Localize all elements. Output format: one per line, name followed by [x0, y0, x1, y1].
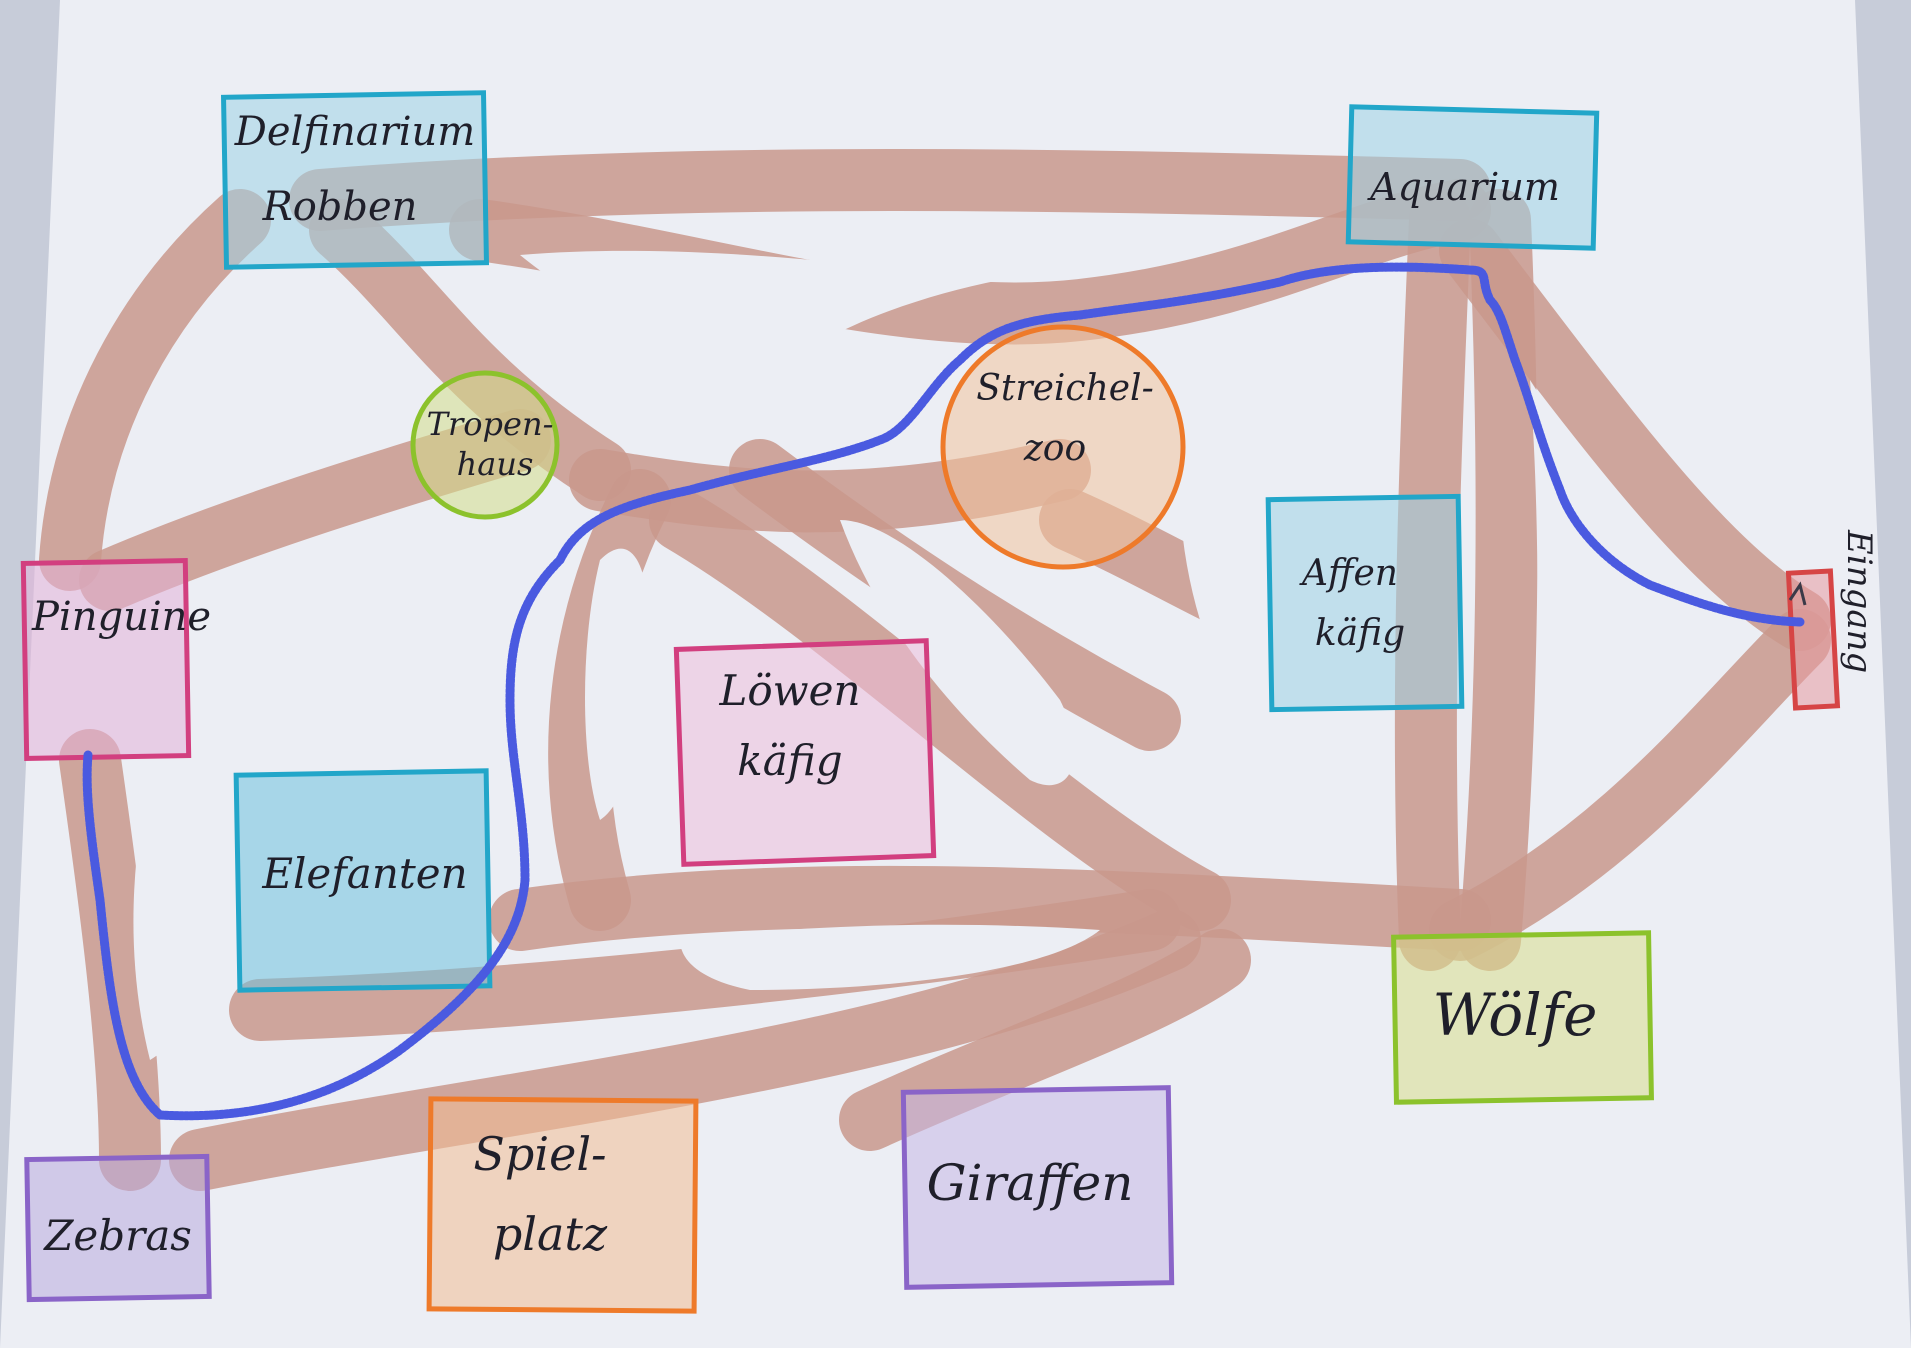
eingang[interactable]: Eingang	[1785, 529, 1879, 711]
giraffen-label: Giraffen	[927, 1154, 1134, 1212]
streichelzoo-label-2: zoo	[1023, 428, 1086, 469]
aquarium-label: Aquarium	[1367, 165, 1560, 209]
eingang-label: Eingang	[1839, 529, 1879, 673]
woelfe-label: Wölfe	[1433, 981, 1598, 1049]
walkway-middle-band	[489, 865, 1491, 951]
enclosure-pinguine[interactable]: Pinguine	[20, 558, 211, 761]
streichelzoo-label-1: Streichel-	[976, 368, 1154, 409]
tropenhaus-label-2: haus	[457, 445, 534, 483]
enclosure-elefanten[interactable]: Elefanten	[233, 768, 493, 993]
loewen-kaefig-label: käfig	[737, 736, 842, 785]
walkway-top	[289, 149, 1491, 231]
delfinarium-label: Delfinarium	[234, 109, 475, 155]
enclosure-loewen[interactable]: Löwen käfig	[673, 638, 937, 867]
robben-label: Robben	[262, 184, 418, 230]
enclosure-affen[interactable]: Affen käfig	[1265, 493, 1465, 713]
walkway-center-cross	[649, 489, 1231, 931]
enclosure-woelfe[interactable]: Wölfe	[1391, 930, 1654, 1105]
spielplatz-label-1: Spiel-	[473, 1127, 606, 1181]
arrow-icon	[1788, 581, 1807, 606]
enclosure-spielplatz[interactable]: Spiel- platz	[426, 1096, 699, 1314]
walkway-left-lower	[59, 729, 161, 1191]
spielplatz-label-2: platz	[493, 1207, 608, 1261]
enclosure-zebras[interactable]: Zebras	[24, 1153, 212, 1303]
enclosure-streichelzoo[interactable]: Streichel- zoo	[940, 324, 1186, 570]
route-line	[82, 262, 1805, 1121]
elefanten-label: Elefanten	[261, 849, 467, 898]
zebras-label: Zebras	[42, 1211, 192, 1260]
loewen-label: Löwen	[718, 666, 860, 715]
walkway-bottom	[169, 909, 1201, 1191]
affen-kaefig-label: käfig	[1315, 613, 1405, 654]
enclosure-giraffen[interactable]: Giraffen	[900, 1085, 1175, 1290]
walkway-left-upper	[39, 189, 271, 591]
enclosure-tropenhaus[interactable]: Tropen- haus	[410, 370, 560, 520]
walkway-right-upper	[1439, 219, 1831, 651]
tropenhaus-label-1: Tropen-	[427, 405, 554, 443]
walkway-right-lower	[1429, 609, 1831, 961]
enclosure-delfinarium[interactable]: Delfinarium Robben	[220, 90, 490, 270]
affen-label: Affen	[1299, 553, 1398, 594]
pinguine-label: Pinguine	[31, 594, 211, 640]
enclosure-aquarium[interactable]: Aquarium	[1345, 104, 1600, 251]
